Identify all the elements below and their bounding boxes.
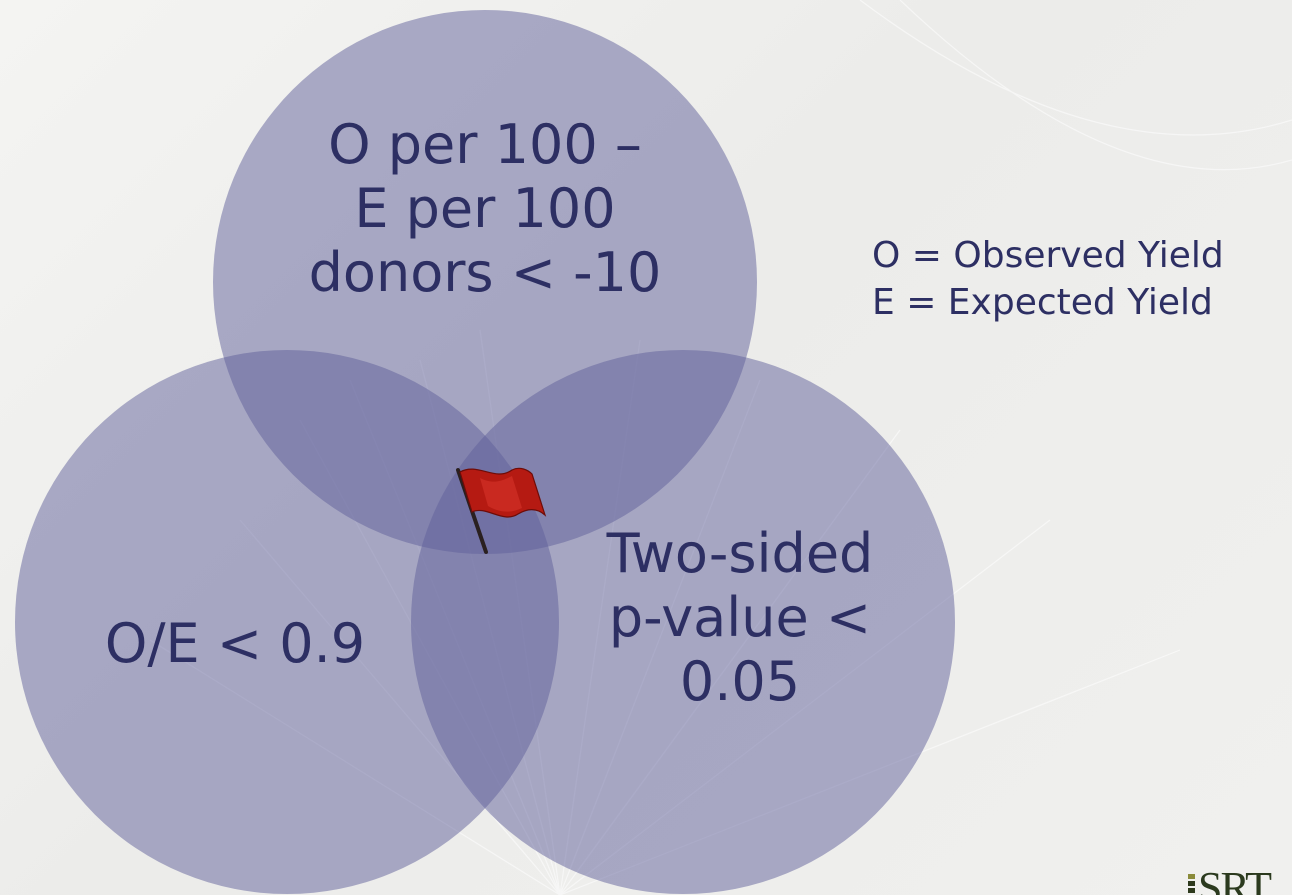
circle-left [15,350,559,894]
red-flag-icon [456,467,547,554]
circle-top-line-3: donors < -10 [308,241,662,304]
legend-expected: E = Expected Yield [872,282,1213,323]
circle-right-line-2: p-value < [608,586,872,649]
circle-right-line-1: Two-sided [606,522,874,585]
circle-right-label: Two-sided p-value < 0.05 [545,522,935,714]
logo-text: SRT [1198,868,1272,895]
circle-left-line-1: O/E < 0.9 [104,612,366,675]
legend-observed: O = Observed Yield [872,235,1224,276]
circle-right-line-3: 0.05 [679,650,801,713]
logo-dots [1188,874,1196,895]
srtr-logo: SRT [1186,868,1292,895]
circle-right [411,350,955,894]
legend: O = Observed Yield E = Expected Yield [872,232,1224,326]
circle-top-label: O per 100 – E per 100 donors < -10 [245,113,725,305]
circle-top-line-2: E per 100 [354,177,616,240]
circle-top-line-1: O per 100 – [328,113,642,176]
circle-left-label: O/E < 0.9 [45,612,425,676]
